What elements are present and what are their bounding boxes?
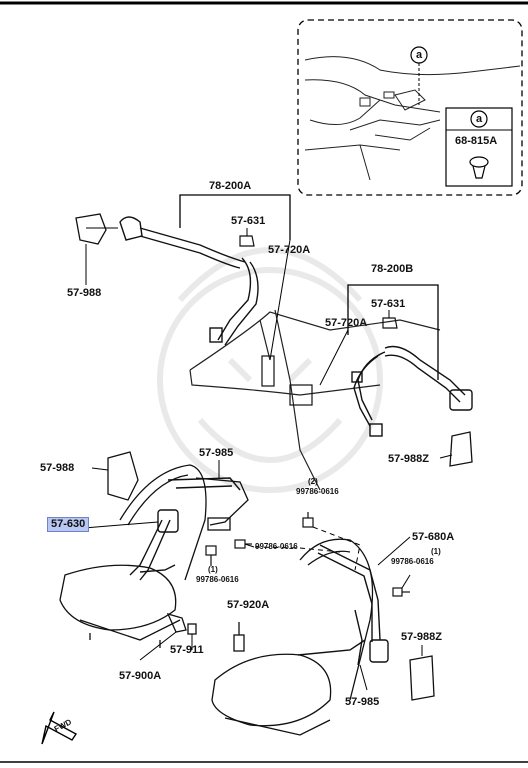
anchor-57-920a	[233, 622, 245, 652]
label-99786-b: 99786-0616	[255, 542, 298, 551]
label-57-988z-bottom: 57-988Z	[401, 631, 442, 643]
cover-57-988-top	[75, 213, 107, 245]
clip-57-631-left	[239, 235, 255, 247]
callout-letter-top: a	[416, 49, 423, 61]
label-qty-1-c: (1)	[208, 565, 218, 574]
cover-57-988z-right	[449, 431, 473, 467]
label-57-720a-top: 57-720A	[268, 244, 311, 256]
label-99786-a: 99786-0616	[296, 487, 339, 496]
callout-letter-box: a	[476, 113, 483, 125]
cover-57-988-left	[107, 451, 139, 501]
bolt-c	[302, 512, 314, 528]
cover-57-988z-bottom	[409, 655, 435, 701]
callout-part-box	[445, 107, 513, 187]
label-57-900a: 57-900A	[119, 670, 162, 682]
anchor-57-985-top	[195, 477, 249, 531]
rear-belt-left	[119, 216, 259, 346]
rear-belt-right	[351, 345, 473, 437]
clip-57-631-right	[382, 317, 398, 329]
seat-right	[211, 538, 374, 736]
adjuster-57-900a	[166, 612, 197, 635]
label-57-920a: 57-920A	[227, 599, 270, 611]
callout-circle-box	[470, 110, 488, 128]
fwd-arrow-icon	[41, 711, 78, 745]
clip-icon	[469, 156, 489, 179]
bracket-78-200b	[347, 284, 439, 380]
label-57-911: 57-911	[170, 644, 204, 656]
label-99786-d: 99786-0616	[391, 557, 434, 566]
belt-right-front	[297, 544, 389, 666]
label-78-200b: 78-200B	[371, 263, 414, 275]
fitment-lines	[254, 526, 361, 571]
watermark-logo	[157, 247, 383, 493]
label-57-631-b: 57-631	[371, 298, 406, 310]
label-57-680a: 57-680A	[412, 531, 455, 543]
label-57-985-bottom: 57-985	[345, 696, 380, 708]
detail-inset-box	[297, 19, 523, 196]
label-57-988-left: 57-988	[40, 462, 75, 474]
bracket-78-200a	[179, 194, 291, 240]
label-78-200a: 78-200A	[209, 180, 252, 192]
inset-interior-sketch	[304, 56, 521, 181]
belt-left-front	[129, 477, 241, 581]
seat-left	[59, 464, 207, 648]
label-57-631-a: 57-631	[231, 215, 266, 227]
label-57-720a-mid: 57-720A	[325, 317, 368, 329]
label-qty-2: (2)	[308, 477, 318, 486]
buckle-57-720a-mid	[289, 384, 313, 406]
label-57-985-top: 57-985	[199, 447, 234, 459]
callout-part-number: 68-815A	[455, 135, 498, 147]
label-57-630[interactable]: 57-630	[47, 517, 90, 532]
buckle-57-720a-top	[261, 355, 275, 387]
label-qty-1-d: (1)	[431, 547, 441, 556]
bolt-b	[205, 545, 217, 566]
bolt-a	[234, 539, 252, 549]
label-57-988z-right: 57-988Z	[388, 453, 429, 465]
label-99786-c: 99786-0616	[196, 575, 239, 584]
bolt-d	[392, 587, 410, 597]
label-57-988-top: 57-988	[67, 287, 102, 299]
